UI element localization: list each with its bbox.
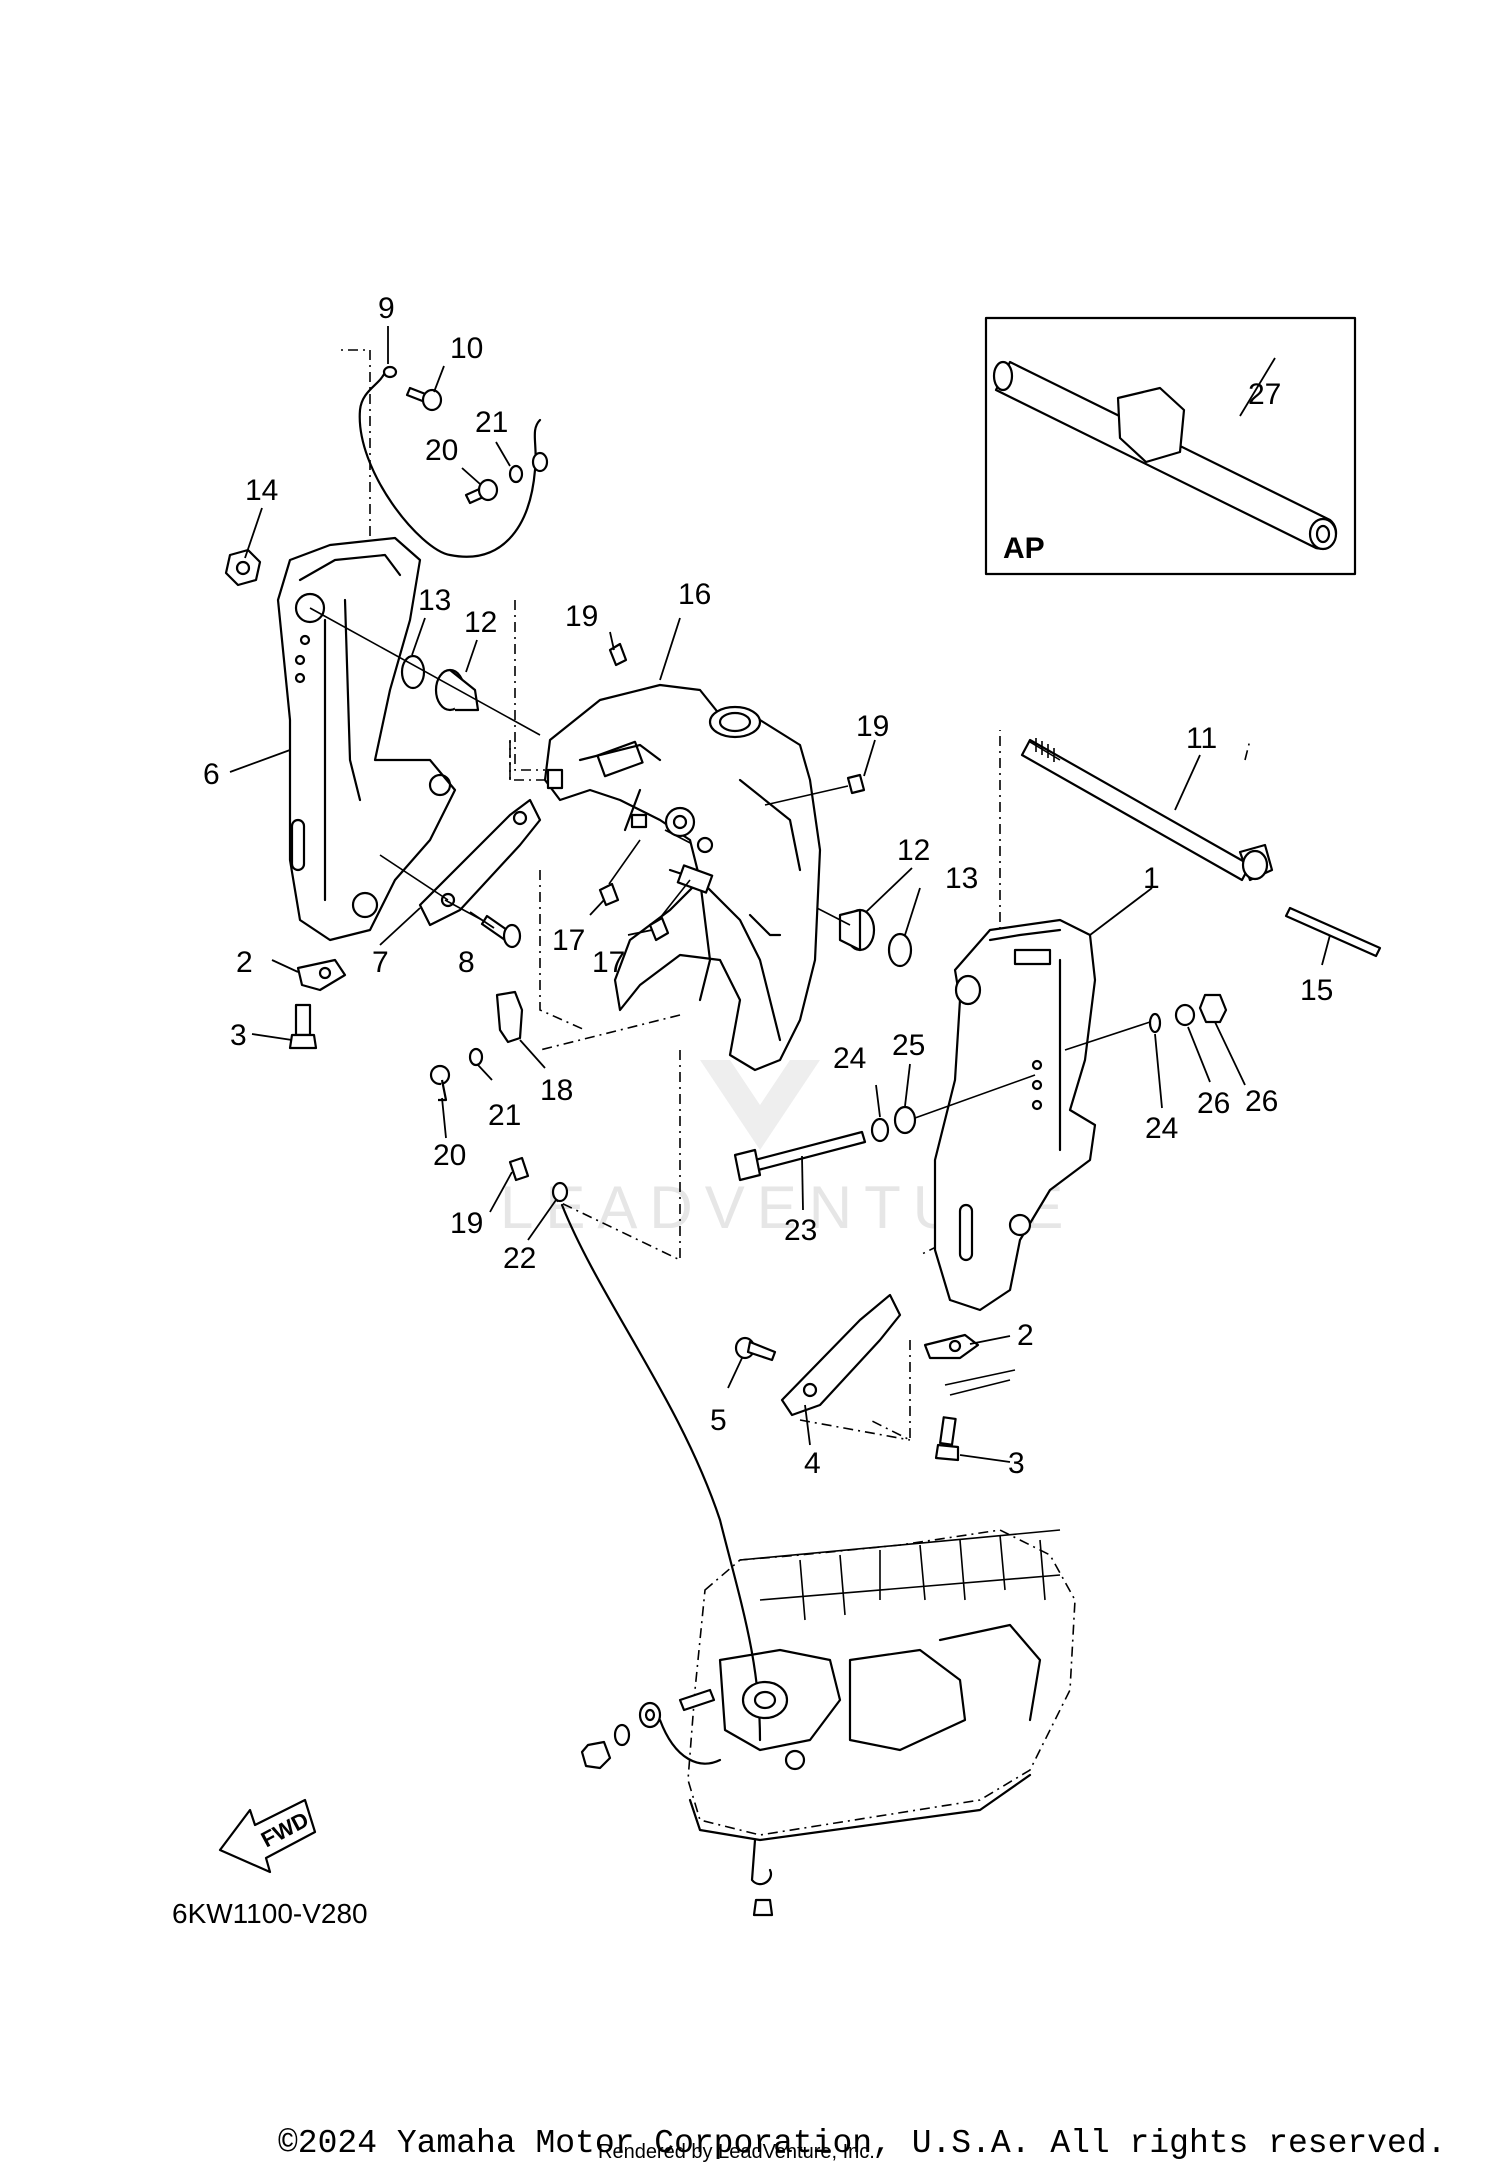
part-2-anode-right [923, 1333, 1016, 1396]
label-3-left: 3 [230, 1019, 247, 1052]
part-13-washer-left [400, 654, 426, 690]
label-11: 11 [1186, 722, 1217, 755]
label-23: 23 [784, 1214, 817, 1247]
fwd-arrow: FWD [218, 1798, 317, 1874]
label-3-right: 3 [1008, 1447, 1025, 1480]
label-20-lower: 20 [433, 1139, 466, 1172]
label-4: 4 [804, 1447, 821, 1480]
label-5: 5 [710, 1404, 727, 1437]
rendered-by-notice: Rendered by LeadVenture, Inc. [598, 2141, 875, 2163]
part-3-bolt-right [934, 1416, 960, 1462]
label-26-a: 26 [1197, 1087, 1230, 1120]
label-17-a: 17 [552, 924, 585, 957]
label-21-top: 21 [475, 406, 508, 439]
part-6-left-clamp-bracket [276, 536, 457, 942]
part-12-bushing-right [838, 908, 876, 952]
inset-label: AP [1003, 532, 1045, 565]
part-14-nut [224, 548, 262, 587]
part-24-washer-right [1148, 1012, 1162, 1034]
label-12-left: 12 [464, 606, 497, 639]
part-20-screw-top [464, 478, 499, 505]
copyright-notice: ©2024 Yamaha Motor Corporation, U.S.A. A… [278, 2125, 1446, 2162]
part-13-washer-right [887, 932, 913, 968]
tilt-tube-accessory [992, 360, 1338, 551]
label-16: 16 [678, 578, 711, 611]
part-24-washer-left [870, 1117, 890, 1143]
diagram-code: 6KW1100-V280 [172, 1898, 368, 1929]
label-19-right: 19 [856, 710, 889, 743]
label-20-top: 20 [425, 434, 458, 467]
part-4-stopper-plate-right [780, 1293, 902, 1417]
part-19-nipple-right [764, 773, 866, 806]
part-19-nipple-top [608, 642, 628, 667]
label-9: 9 [378, 292, 395, 325]
label-6: 6 [203, 758, 220, 791]
part-5-screw [734, 1336, 777, 1362]
part-7-stopper-plate-left [379, 798, 542, 927]
part-15-cotter-pin [1284, 906, 1382, 958]
label-7: 7 [372, 946, 389, 979]
part-18-clip [495, 990, 524, 1044]
label-21-lower: 21 [488, 1099, 521, 1132]
label-22: 22 [503, 1242, 536, 1275]
part-1-right-clamp-bracket [933, 918, 1097, 1312]
inset-ap: 27 AP [984, 316, 1357, 576]
label-10: 10 [450, 332, 483, 365]
label-18: 18 [540, 1074, 573, 1107]
part-20-screw-lower [429, 1064, 451, 1102]
part-16-swivel-bracket [543, 683, 822, 1072]
part-25-spacer [893, 1105, 917, 1135]
label-12-right: 12 [897, 834, 930, 867]
part-21-washer-top [508, 464, 524, 484]
label-19-lower: 19 [450, 1207, 483, 1240]
part-22-ground-wire [551, 1181, 762, 1742]
part-3-bolt-left [288, 1003, 318, 1050]
part-12-bushing-left [434, 668, 480, 712]
label-15: 15 [1300, 974, 1333, 1007]
label-13-left: 13 [418, 584, 451, 617]
part-21-washer-lower [468, 1047, 484, 1067]
inset-frame [984, 316, 1357, 576]
label-17-b: 17 [592, 946, 625, 979]
lower-casing-assembly [580, 1529, 1076, 1917]
part-19-nipple-lower [508, 1156, 530, 1182]
part-26-nut-a [1174, 1003, 1196, 1027]
part-10-screw-top [405, 386, 443, 412]
label-24-left: 24 [833, 1042, 866, 1075]
label-leaders [229, 326, 1331, 1463]
part-26-nut-b [1198, 993, 1228, 1024]
label-25: 25 [892, 1029, 925, 1062]
part-17-nipple-a [598, 839, 641, 907]
label-2-right: 2 [1017, 1319, 1034, 1352]
label-27: 27 [1248, 378, 1281, 411]
part-9-ground-wire [358, 365, 549, 558]
label-2-left: 2 [236, 946, 253, 979]
label-1: 1 [1143, 862, 1160, 895]
part-17-nipple-b [648, 879, 691, 942]
part-2-anode-left [296, 958, 347, 992]
label-14: 14 [245, 474, 278, 507]
label-26-b: 26 [1245, 1085, 1278, 1118]
part-11-tilt-tube [1020, 738, 1274, 882]
label-19-top: 19 [565, 600, 598, 633]
label-8: 8 [458, 946, 475, 979]
label-24-right: 24 [1145, 1112, 1178, 1145]
part-labels: 1 2 2 3 3 4 5 6 7 8 9 10 11 12 12 13 13 … [203, 292, 1333, 1480]
label-13-right: 13 [945, 862, 978, 895]
part-23-bolt [733, 1130, 867, 1182]
